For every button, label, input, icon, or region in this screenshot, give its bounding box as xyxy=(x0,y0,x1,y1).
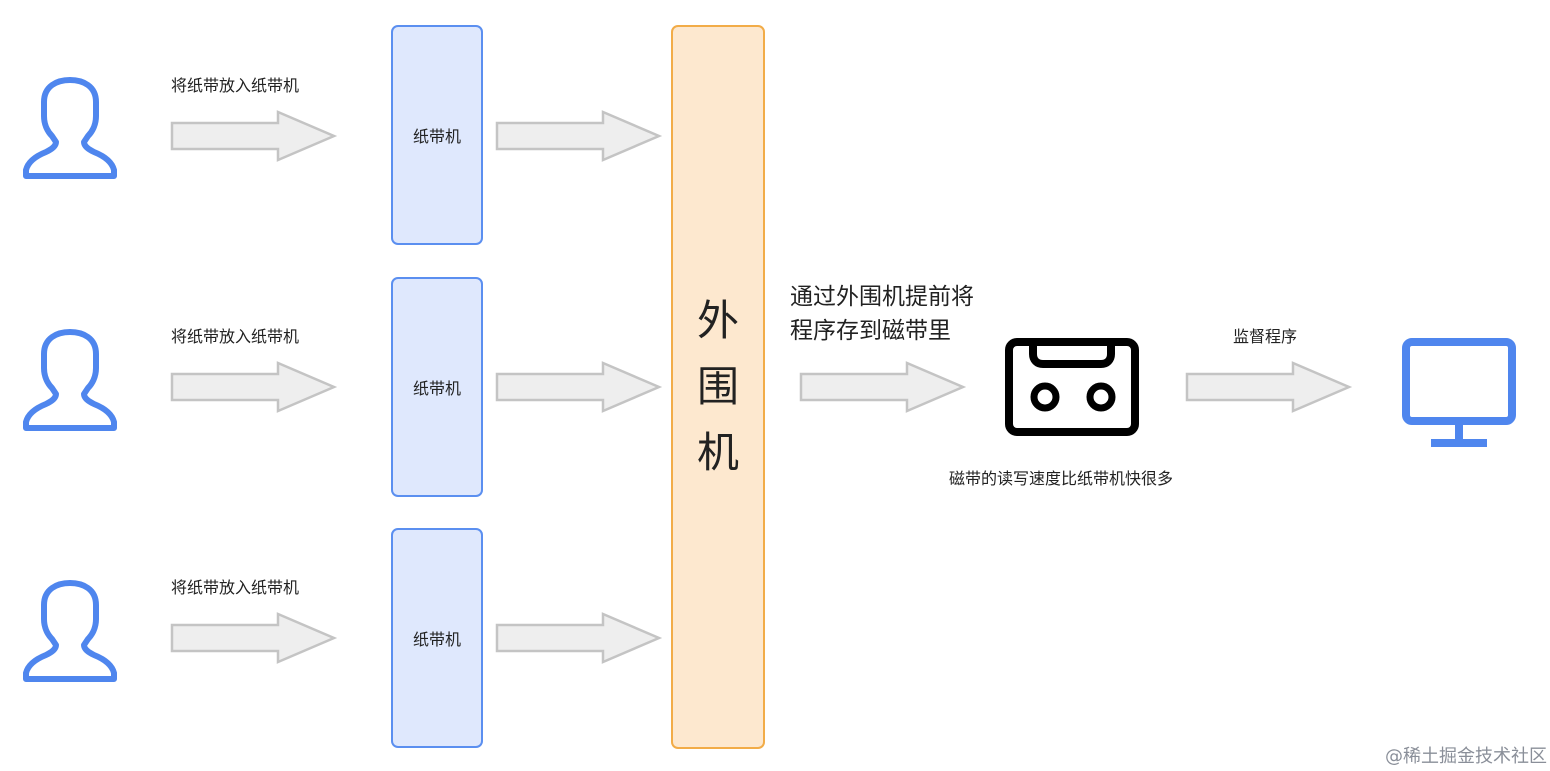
arrow-right-icon xyxy=(170,612,338,664)
arrow-right-icon xyxy=(495,612,663,664)
user-icon xyxy=(14,575,126,687)
tape-speed-note: 磁带的读写速度比纸带机快很多 xyxy=(949,469,1174,488)
peripheral-machine-box: 外 围 机 xyxy=(671,25,765,749)
action-label: 将纸带放入纸带机 xyxy=(171,76,300,95)
cassette-tape-icon xyxy=(1005,338,1139,436)
watermark: @稀土掘金技术社区 xyxy=(1385,746,1547,767)
tape-machine-box: 纸带机 xyxy=(391,25,483,245)
tape-machine-box: 纸带机 xyxy=(391,277,483,497)
arrow-right-icon xyxy=(495,110,663,162)
user-icon xyxy=(14,324,126,436)
tape-machine-box: 纸带机 xyxy=(391,528,483,748)
user-icon xyxy=(14,72,126,184)
arrow-right-icon xyxy=(170,361,338,413)
tape-machine-label: 纸带机 xyxy=(412,630,461,649)
transfer-label: 通过外围机提前将 程序存到磁带里 xyxy=(790,280,974,348)
monitor-program-label: 监督程序 xyxy=(1233,327,1298,346)
peripheral-char: 外 xyxy=(696,296,739,345)
monitor-icon xyxy=(1402,338,1516,447)
action-label: 将纸带放入纸带机 xyxy=(171,578,300,597)
arrow-right-icon xyxy=(1185,361,1353,413)
tape-machine-label: 纸带机 xyxy=(412,127,461,146)
transfer-label-line1: 通过外围机提前将 xyxy=(790,284,974,310)
arrow-right-icon xyxy=(170,110,338,162)
transfer-label-line2: 程序存到磁带里 xyxy=(790,318,951,344)
arrow-right-icon xyxy=(799,361,967,413)
peripheral-char: 机 xyxy=(696,428,739,477)
tape-machine-label: 纸带机 xyxy=(412,379,461,398)
peripheral-char: 围 xyxy=(696,362,739,411)
arrow-right-icon xyxy=(495,361,663,413)
action-label: 将纸带放入纸带机 xyxy=(171,327,300,346)
